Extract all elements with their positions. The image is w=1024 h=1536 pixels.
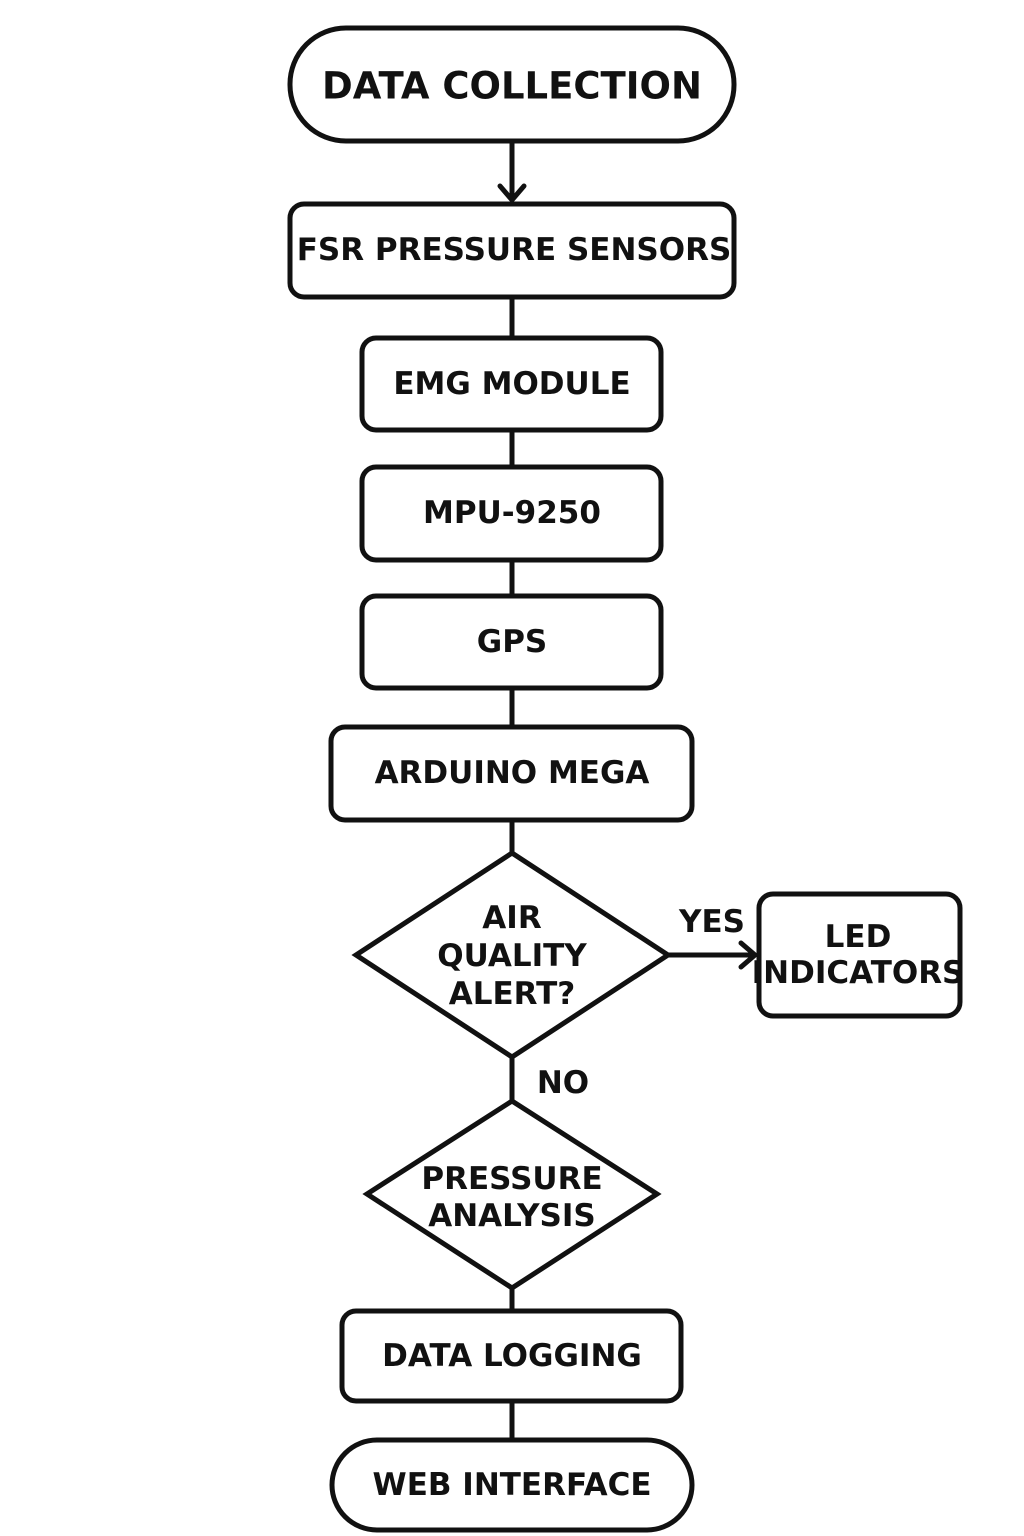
node-label: ARDUINO MEGA xyxy=(375,755,650,791)
decision-shape xyxy=(362,1098,662,1291)
process-shape xyxy=(339,1308,684,1404)
terminal-shape xyxy=(287,25,737,144)
edge-label-yes: YES xyxy=(678,904,745,940)
node-label-line-2: ANALYSIS xyxy=(428,1198,596,1234)
node-label-line-2: INDICATORS xyxy=(752,955,965,991)
process-shape xyxy=(287,201,737,300)
node-label-line-3: ALERT? xyxy=(449,976,576,1012)
node-label: GPS xyxy=(477,624,548,660)
node-label-line-1: PRESSURE xyxy=(421,1161,602,1197)
node-label: EMG MODULE xyxy=(393,366,630,402)
node-label: FSR PRESSURE SENSORS xyxy=(297,232,732,268)
process-shape xyxy=(328,724,695,823)
process-shape xyxy=(359,593,664,691)
process-shape xyxy=(359,335,664,433)
node-arduino-mega: ARDUINO MEGA xyxy=(328,724,695,823)
arrowhead-right-icon xyxy=(738,940,758,970)
decision-shape xyxy=(351,850,673,1060)
node-pressure-analysis: PRESSURE ANALYSIS xyxy=(362,1098,662,1291)
node-label-line-2: QUALITY xyxy=(437,938,587,974)
node-label: DATA LOGGING xyxy=(382,1338,642,1374)
connectors xyxy=(497,141,758,1440)
node-label-line-1: AIR xyxy=(482,900,542,936)
node-air-quality-alert: AIR QUALITY ALERT? xyxy=(351,850,673,1060)
terminal-shape xyxy=(329,1437,695,1533)
node-emg-module: EMG MODULE xyxy=(359,335,664,433)
process-shape xyxy=(359,464,664,563)
node-led-indicators: LED INDICATORS xyxy=(752,891,965,1019)
node-mpu-9250: MPU-9250 xyxy=(359,464,664,563)
node-label: MPU-9250 xyxy=(423,495,601,531)
node-web-interface: WEB INTERFACE xyxy=(329,1437,695,1533)
node-data-collection: DATA COLLECTION xyxy=(287,25,737,144)
process-shape xyxy=(756,891,963,1019)
node-fsr-pressure-sensors: FSR PRESSURE SENSORS xyxy=(287,201,737,300)
arrowhead-down-icon xyxy=(497,183,527,203)
node-gps: GPS xyxy=(359,593,664,691)
node-data-logging: DATA LOGGING xyxy=(339,1308,684,1404)
node-label: DATA COLLECTION xyxy=(322,65,702,108)
edge-label-no: NO xyxy=(537,1065,589,1101)
node-label: WEB INTERFACE xyxy=(373,1467,652,1503)
node-label-line-1: LED xyxy=(825,919,892,955)
